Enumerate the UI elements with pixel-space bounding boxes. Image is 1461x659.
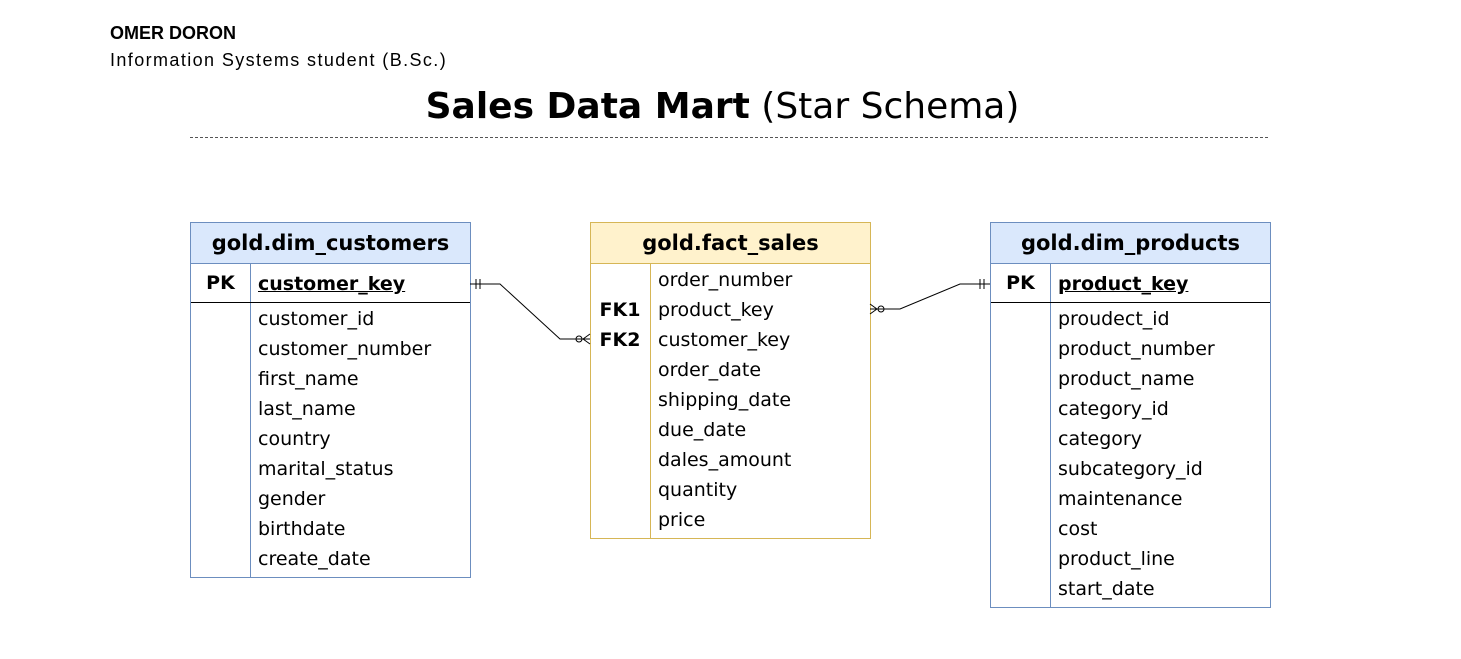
attribute-field: due_date [658, 419, 747, 441]
attribute-field: proudect_id [1058, 308, 1170, 330]
attribute-field: create_date [258, 548, 371, 570]
attribute-field: customer_id [258, 308, 375, 330]
fk1-label: FK1 [599, 299, 641, 321]
attribute-field: cost [1058, 518, 1098, 540]
attribute-field: order_number [658, 269, 793, 291]
attribute-field: product_number [1058, 338, 1215, 360]
zero-mark [877, 305, 885, 313]
many-mark [869, 303, 878, 310]
many-mark [869, 308, 878, 315]
attribute-field: maintenance [1058, 488, 1183, 510]
many-mark [582, 338, 591, 345]
attribute-field: last_name [258, 398, 356, 420]
attribute-field: shipping_date [658, 389, 792, 411]
attribute-field: birthdate [258, 518, 346, 540]
attribute-field: start_date [1058, 578, 1155, 600]
attribute-field: marital_status [258, 458, 394, 480]
attribute-field: customer_number [258, 338, 432, 360]
title-suffix: (Star Schema) [749, 86, 1020, 127]
attribute-field: gender [258, 488, 326, 510]
attribute-list: FK1 FK2 order_number product_key customer_… [591, 264, 870, 538]
attribute-field: first_name [258, 368, 359, 390]
pk-field: product_key [1050, 264, 1270, 302]
many-mark [582, 333, 591, 340]
primary-key-row: PK product_key [991, 264, 1270, 303]
entity-header: gold.dim_products [991, 223, 1270, 264]
attribute-field: dales_amount [658, 449, 792, 471]
attribute-field: price [658, 509, 706, 531]
pk-label: PK [1006, 272, 1035, 294]
attribute-field: product_line [1058, 548, 1175, 570]
entity-dim-products[interactable]: gold.dim_products PK product_key proudec… [990, 222, 1271, 608]
author-name: OMER DORON [110, 23, 236, 43]
pk-field: customer_key [250, 264, 470, 302]
attribute-field: product_name [1058, 368, 1195, 390]
entity-dim-customers[interactable]: gold.dim_customers PK customer_key custo… [190, 222, 471, 578]
entity-header: gold.dim_customers [191, 223, 470, 264]
title-divider [190, 137, 1268, 138]
key-column [191, 303, 251, 577]
connector-line [470, 283, 590, 340]
relationship-products-to-sales[interactable] [869, 279, 990, 315]
zero-mark [575, 335, 583, 343]
entity-header: gold.fact_sales [591, 223, 870, 264]
fk2-label: FK2 [599, 329, 641, 351]
attribute-field: quantity [658, 479, 738, 501]
attribute-field: category_id [1058, 398, 1169, 420]
pk-label: PK [206, 272, 235, 294]
attribute-field: customer_key [658, 329, 791, 351]
connector-line [870, 283, 990, 310]
relationship-customers-to-sales[interactable] [470, 279, 591, 345]
attribute-field: category [1058, 428, 1142, 450]
attribute-field: order_date [658, 359, 762, 381]
key-column [991, 303, 1051, 607]
author-role: Information Systems student (B.Sc.) [110, 50, 448, 70]
attribute-field: country [258, 428, 331, 450]
diagram-title: Sales Data Mart (Star Schema) [0, 86, 1445, 127]
attribute-field: product_key [658, 299, 774, 321]
title-main: Sales Data Mart [425, 86, 750, 127]
key-column [591, 264, 651, 538]
attribute-field: subcategory_id [1058, 458, 1203, 480]
primary-key-row: PK customer_key [191, 264, 470, 303]
